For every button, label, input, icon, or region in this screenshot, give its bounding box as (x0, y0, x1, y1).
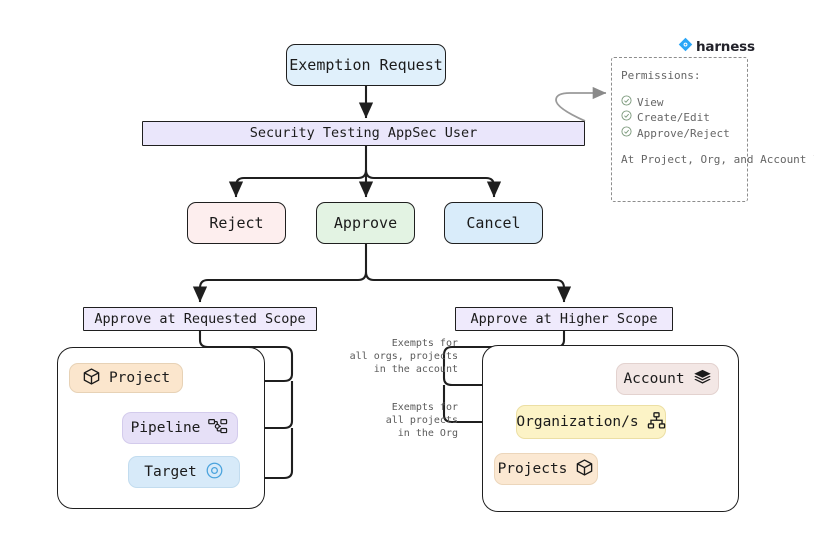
check-circle-icon (621, 110, 632, 126)
node-label: Organization/s (516, 414, 639, 430)
cube-icon (575, 458, 594, 481)
node-cancel[interactable]: Cancel (444, 202, 543, 244)
node-project[interactable]: Project (69, 363, 183, 393)
org-chart-icon (647, 411, 666, 434)
node-label: Project (108, 370, 171, 386)
node-label: Security Testing AppSec User (249, 125, 478, 142)
node-exemption-request[interactable]: Exemption Request (286, 44, 446, 86)
node-label: Approve at Higher Scope (470, 310, 658, 327)
node-organizations[interactable]: Organization/s (516, 405, 666, 439)
cube-icon (82, 367, 101, 390)
node-pipeline[interactable]: Pipeline (122, 412, 238, 444)
node-label: Projects (497, 461, 568, 477)
node-account[interactable]: Account (616, 363, 719, 395)
permission-item-approve-reject: Approve/Reject (621, 125, 738, 142)
harness-diamond-icon (678, 37, 693, 56)
node-label: Reject (209, 213, 264, 232)
permission-label: Approve/Reject (637, 126, 730, 140)
harness-logo: harness (678, 37, 755, 56)
node-target[interactable]: Target (128, 456, 240, 488)
node-projects[interactable]: Projects (494, 453, 598, 485)
pipeline-nodes-icon (208, 418, 229, 439)
node-approve-requested-scope[interactable]: Approve at Requested Scope (83, 307, 317, 331)
target-circle-icon (205, 461, 224, 484)
permissions-panel: Permissions: View Create/Edit (611, 57, 814, 202)
check-circle-icon (621, 94, 632, 111)
check-circle-icon (621, 125, 632, 142)
permission-item-create-edit: Create/Edit (621, 110, 738, 126)
node-label: Approve at Requested Scope (94, 310, 306, 327)
harness-wordmark: harness (696, 38, 755, 55)
node-approve-higher-scope[interactable]: Approve at Higher Scope (455, 307, 673, 331)
permissions-title: Permissions: (621, 69, 701, 82)
annotation-org-exempts: Exempts for all projects in the Org (385, 402, 458, 439)
permission-item-view: View (621, 94, 738, 111)
node-label: Cancel (466, 213, 521, 232)
permissions-scope-note: At Project, Org, and Account level (621, 153, 814, 166)
node-reject[interactable]: Reject (187, 202, 286, 244)
permission-label: View (637, 95, 664, 109)
annotation-account-exempts: Exempts for all orgs, projects in the ac… (349, 338, 458, 375)
node-label: Pipeline (130, 420, 201, 436)
node-appsec-user[interactable]: Security Testing AppSec User (142, 121, 585, 146)
permission-label: Create/Edit (637, 111, 710, 124)
node-label: Exemption Request (289, 55, 443, 74)
layers-stack-icon (693, 368, 712, 391)
node-approve[interactable]: Approve (316, 202, 415, 244)
node-label: Approve (333, 213, 398, 232)
node-label: Target (144, 464, 197, 480)
node-label: Account (623, 371, 685, 387)
